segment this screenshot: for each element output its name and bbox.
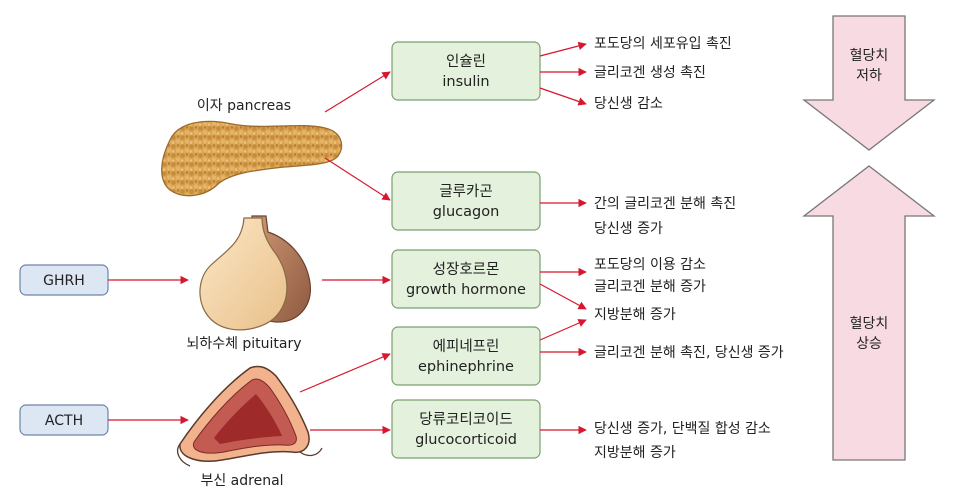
glucocorticoid-box: 당류코티코이드 glucocorticoid <box>391 399 541 459</box>
ghrh-box: GHRH <box>19 264 109 296</box>
insulin-effect-3: 당신생 감소 <box>594 96 663 112</box>
glucagon-effect-1: 간의 글리코겐 분해 촉진 <box>594 196 736 212</box>
ghrh-label: GHRH <box>43 273 85 289</box>
arrow-gh-effect-2 <box>539 283 587 310</box>
insulin-effect-2: 글리코겐 생성 촉진 <box>594 65 706 81</box>
glucocorticoid-ko: 당류코티코이드 <box>419 411 512 428</box>
arrow-insulin-effect-3 <box>539 87 587 106</box>
acth-label: ACTH <box>45 413 83 429</box>
insulin-en: insulin <box>442 74 489 90</box>
gluco-effect-2: 지방분해 증가 <box>594 445 676 461</box>
glucagon-en: glucagon <box>433 204 500 220</box>
glucose-increase-arrow: 혈당치 상승 <box>802 165 936 461</box>
gh-effect-1: 포도당의 이용 감소 <box>594 257 706 273</box>
epi-effect-1: 글리코겐 분해 촉진, 당신생 증가 <box>594 345 784 361</box>
epinephrine-box: 에피네프린 ephinephrine <box>391 326 541 386</box>
pancreas-label: 이자 pancreas <box>197 98 291 114</box>
arrow-pancreas-glucagon <box>324 157 391 201</box>
decrease-label-1: 혈당치 <box>850 48 889 64</box>
fat-effect-1: 지방분해 증가 <box>594 307 676 323</box>
decrease-label-2: 저하 <box>856 68 882 84</box>
pituitary-label: 뇌하수체 pituitary <box>186 336 301 352</box>
arrow-pancreas-insulin <box>324 71 391 113</box>
glucose-decrease-arrow: 혈당치 저하 <box>802 15 936 151</box>
arrow-epi-effect-1 <box>539 319 587 341</box>
epinephrine-en: ephinephrine <box>418 359 514 375</box>
epinephrine-ko: 에피네프린 <box>433 338 500 355</box>
glucocorticoid-en: glucocorticoid <box>415 432 517 448</box>
acth-box: ACTH <box>19 404 109 436</box>
gh-effect-2: 글리코겐 분해 증가 <box>594 279 706 295</box>
growth-hormone-box: 성장호르몬 growth hormone <box>391 249 541 309</box>
glucagon-effect-2: 당신생 증가 <box>594 221 663 237</box>
adrenal-label: 부신 adrenal <box>200 473 283 489</box>
pancreas-illustration <box>161 120 343 197</box>
insulin-box: 인슐린 insulin <box>391 41 541 101</box>
pituitary-illustration <box>199 215 311 331</box>
glucagon-ko: 글루카곤 <box>439 183 492 200</box>
insulin-effect-1: 포도당의 세포유입 촉진 <box>594 36 732 52</box>
glucagon-box: 글루카곤 glucagon <box>391 171 541 231</box>
growth-hormone-en: growth hormone <box>406 282 526 298</box>
growth-hormone-ko: 성장호르몬 <box>433 261 500 278</box>
increase-label-2: 상승 <box>856 336 882 352</box>
insulin-ko: 인슐린 <box>446 53 486 70</box>
increase-label-1: 혈당치 <box>850 316 889 332</box>
arrow-insulin-effect-1 <box>539 41 587 57</box>
gluco-effect-1: 당신생 증가, 단백질 합성 감소 <box>594 421 771 437</box>
arrow-adrenal-epinephrine <box>299 353 391 393</box>
arrows <box>108 41 587 435</box>
adrenal-illustration <box>176 365 323 467</box>
